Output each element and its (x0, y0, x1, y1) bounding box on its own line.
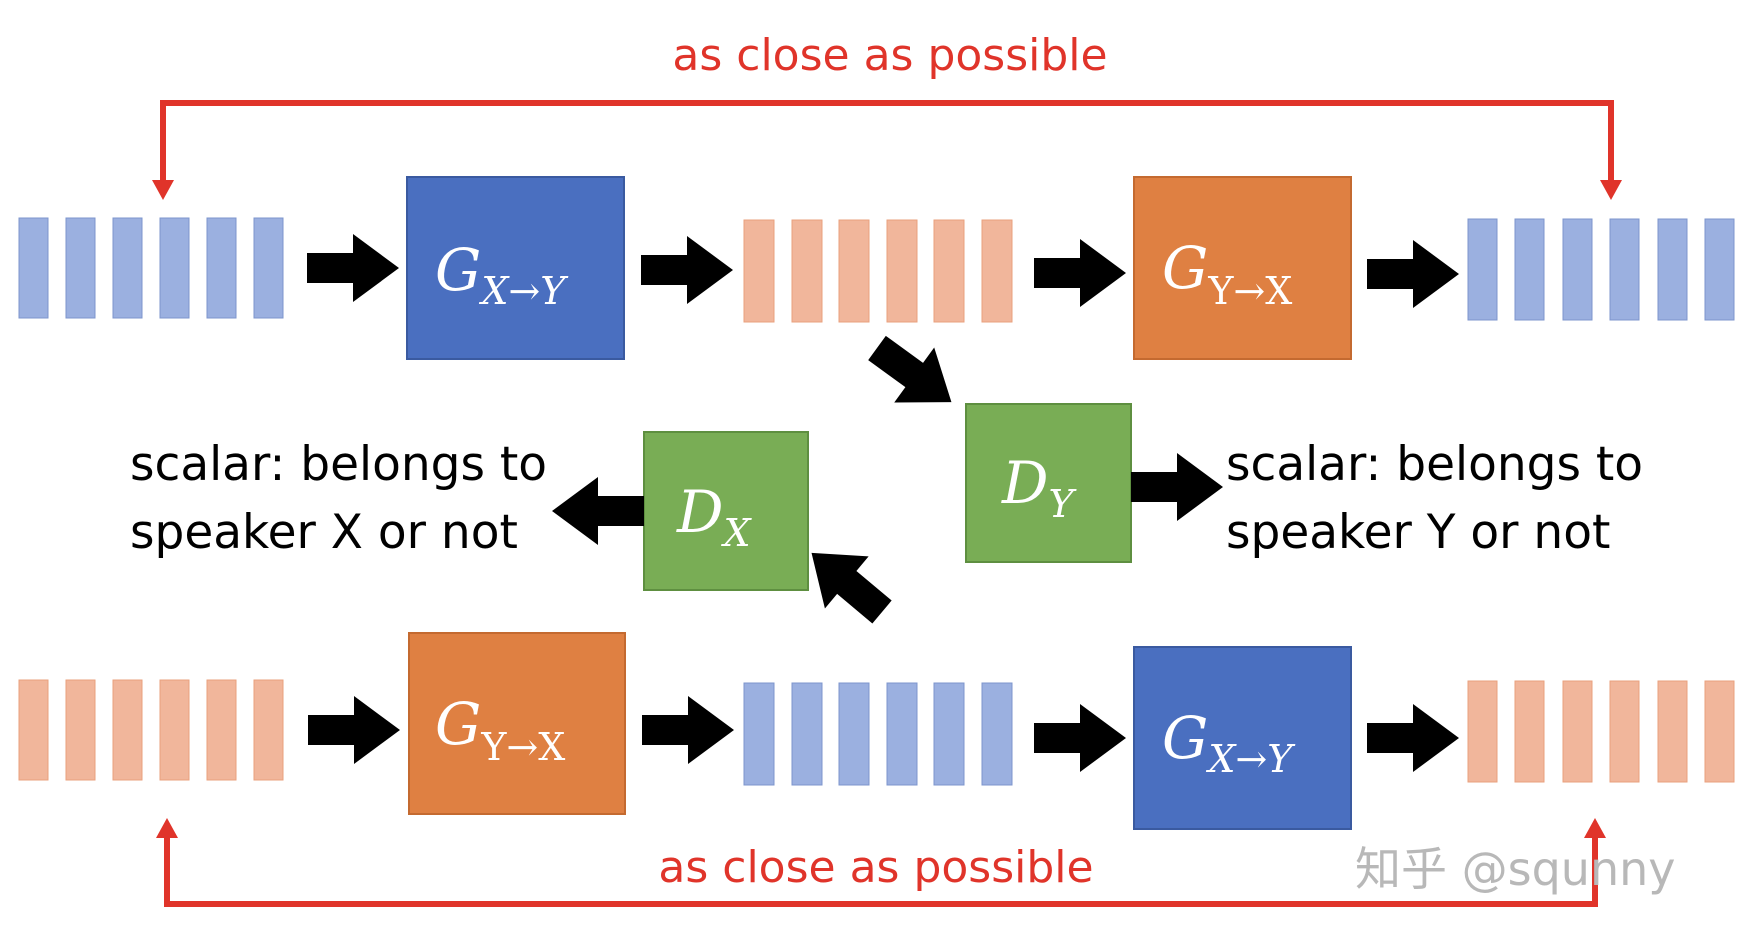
g3-sub: Y→X (480, 725, 565, 769)
svg-text:GX→Y: GX→Y (1162, 704, 1296, 781)
dx-output-text: scalar: belongs to speaker X or not (130, 437, 562, 560)
bottom-left-arrowhead (156, 818, 178, 838)
top-right-arrowhead (1600, 180, 1622, 200)
g4-main: G (1162, 704, 1208, 772)
bottom-right-arrowhead (1584, 818, 1606, 838)
g4-sub: X→Y (1205, 737, 1296, 781)
bottom-middle-bars-blue (743, 682, 1013, 786)
dy-output-text: scalar: belongs to speaker Y or not (1226, 437, 1658, 560)
svg-text:GY→X: GY→X (435, 690, 565, 769)
bottom-output-bars-orange (1467, 680, 1735, 783)
generator-x-to-y-bottom: GX→Y (1133, 646, 1352, 830)
discriminator-y: DY (965, 403, 1132, 563)
discriminator-x: DX (643, 431, 809, 591)
arrow-top-4 (1367, 240, 1459, 308)
arrow-bottom-2 (642, 696, 734, 764)
svg-text:GY→X: GY→X (1162, 234, 1292, 313)
g3-main: G (435, 690, 481, 758)
arrow-top-1 (307, 234, 399, 302)
top-output-bars-blue (1467, 218, 1735, 321)
g1-main: G (435, 236, 481, 304)
g2-sub: Y→X (1207, 269, 1292, 313)
dx-sub: X (721, 511, 753, 555)
arrow-bottom-1 (308, 696, 400, 764)
generator-y-to-x-bottom: GY→X (408, 632, 626, 815)
top-input-bars-blue (18, 217, 284, 319)
bottom-cycle-line (164, 838, 1598, 907)
dy-main: D (1001, 449, 1049, 517)
top-label: as close as possible (672, 30, 1107, 81)
svg-text:GX→Y: GX→Y (435, 236, 569, 313)
arrow-dx-out (552, 477, 644, 545)
arrow-dy-out (1131, 453, 1223, 521)
top-left-arrowhead (152, 180, 174, 200)
g2-main: G (1162, 234, 1208, 302)
svg-text:DX: DX (676, 478, 753, 555)
arrow-into-dy (857, 320, 972, 430)
g1-sub: X→Y (478, 269, 569, 313)
generator-x-to-y-top: GX→Y (406, 176, 625, 360)
generator-y-to-x-top: GY→X (1133, 176, 1352, 360)
arrow-bottom-4 (1367, 704, 1459, 772)
dx-main: D (676, 478, 724, 546)
top-middle-bars-orange (743, 219, 1013, 323)
top-cycle-line (160, 100, 1614, 188)
bottom-label: as close as possible (658, 842, 1093, 893)
bottom-input-bars-orange (18, 679, 284, 781)
arrow-top-3 (1034, 239, 1126, 307)
svg-text:DY: DY (1001, 449, 1078, 526)
watermark: 知乎 @squnny (1355, 842, 1675, 896)
arrow-top-2 (641, 236, 733, 304)
arrow-bottom-3 (1034, 704, 1126, 772)
dy-sub: Y (1049, 482, 1078, 526)
